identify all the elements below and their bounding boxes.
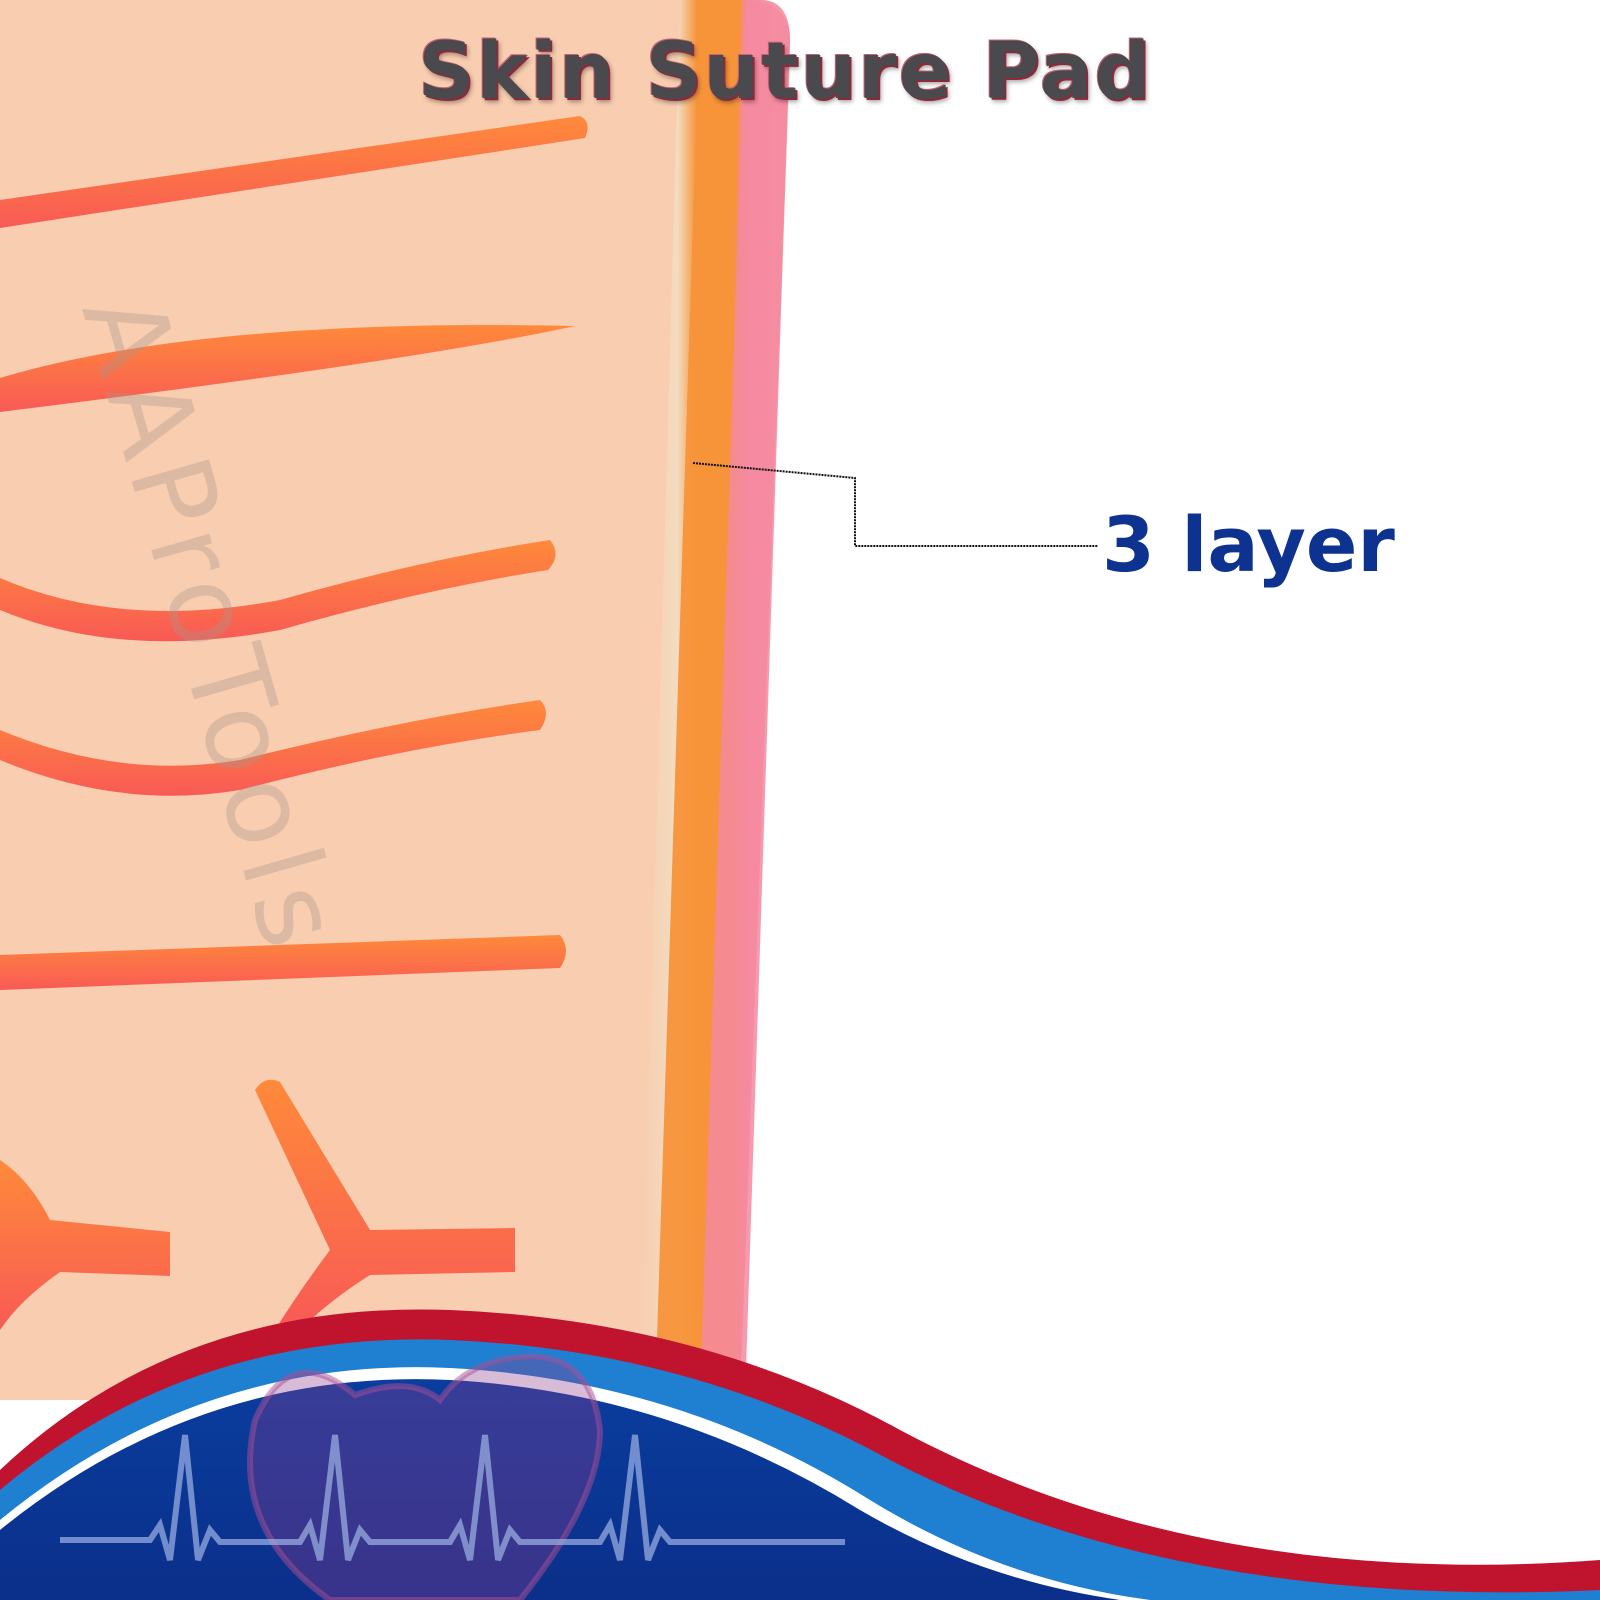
incision-5 xyxy=(0,935,566,990)
suture-pad xyxy=(0,0,790,1400)
incision-y-2 xyxy=(255,1079,515,1330)
incision-4 xyxy=(0,700,546,796)
incision-1 xyxy=(0,116,588,228)
incisions xyxy=(0,116,588,1330)
heartbeat-line-icon xyxy=(60,1434,845,1562)
product-title: Skin Suture Pad xyxy=(418,27,1153,117)
callout-connector xyxy=(692,462,1098,547)
incision-2 xyxy=(0,325,575,412)
incision-y-1 xyxy=(0,1160,170,1330)
callout-label: 3 layer xyxy=(1102,500,1395,589)
wave-banner xyxy=(0,1309,1600,1600)
incision-3 xyxy=(0,540,556,642)
heart-icon xyxy=(247,1353,604,1600)
